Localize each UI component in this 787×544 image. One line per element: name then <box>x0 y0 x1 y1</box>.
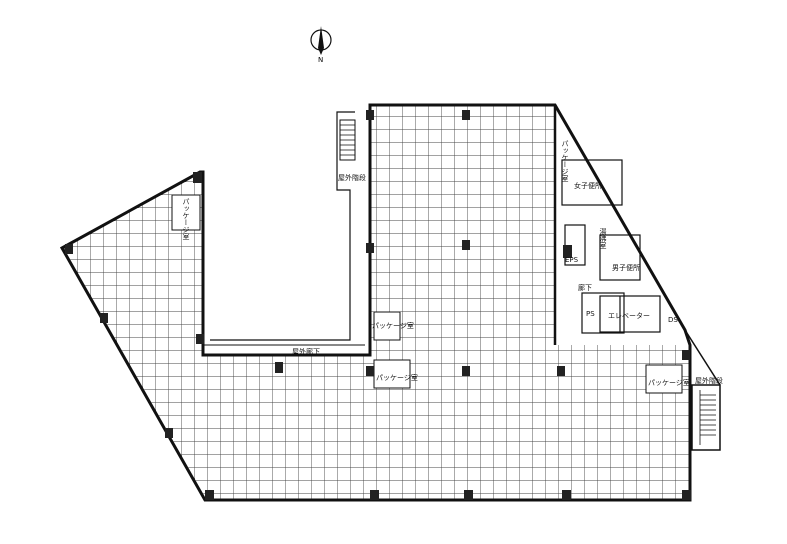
north-arrow-icon: N <box>310 26 332 64</box>
elevator-label: エレベーター <box>608 311 650 320</box>
structural-columns <box>65 110 691 500</box>
service-core <box>561 159 661 334</box>
ps-label: PS <box>586 310 595 318</box>
building-outline <box>59 103 692 502</box>
stairs-top-label: 屋外階段 <box>338 173 366 182</box>
north-label: N <box>318 56 323 64</box>
outdoor-stairs-top <box>339 119 356 161</box>
stairs-right-label: 屋外階段 <box>695 376 723 385</box>
mens-toilet-label: 男子便所 <box>612 263 640 272</box>
package-room-right-label: パッケージ室 <box>648 378 690 387</box>
outdoor-stairs-right <box>691 384 721 451</box>
kitchenette-label: 湯沸室 <box>599 227 607 249</box>
package-room-mid1-label: パッケージ室 <box>372 321 414 330</box>
ds-label: DS <box>668 316 678 324</box>
hallway-label: 廊下 <box>578 283 592 292</box>
eps-label: EPS <box>565 256 579 264</box>
package-room-left-label: パッケージ室 <box>182 198 190 240</box>
package-room-mid2-label: パッケージ室 <box>376 373 418 382</box>
womens-toilet-label: 女子便所 <box>574 181 602 190</box>
package-room-top-right-label: パッケージ室 <box>561 140 569 182</box>
outdoor-corridor-label: 屋外廊下 <box>292 347 320 356</box>
